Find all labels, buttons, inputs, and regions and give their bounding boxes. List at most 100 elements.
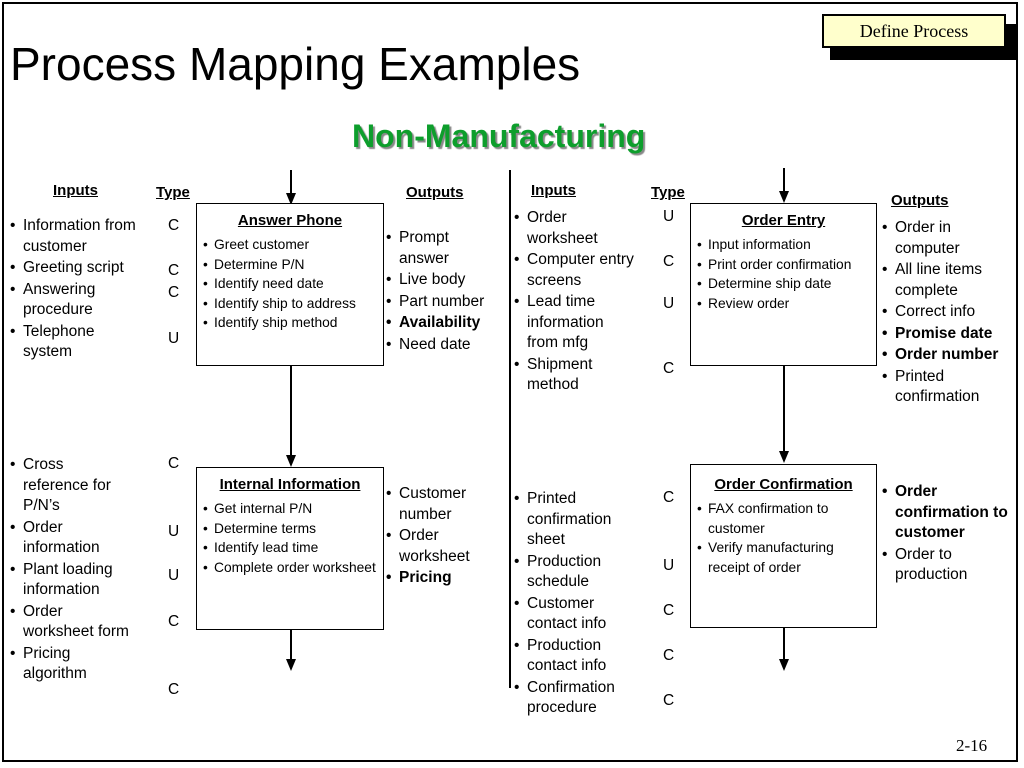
right-inputs-header: Inputs — [531, 182, 576, 199]
list-item: Plant loading information — [8, 560, 133, 601]
type-code: C — [663, 692, 675, 709]
list-item: Verify manufacturing receipt of order — [697, 538, 876, 577]
list-item: Correct info — [880, 302, 1005, 323]
arrow-down-icon — [779, 451, 789, 463]
connector-line — [783, 168, 785, 192]
type-code: C — [663, 360, 675, 377]
type-code: U — [663, 208, 675, 225]
list-item: Part number — [384, 292, 499, 313]
connector-line — [783, 366, 785, 452]
left-inputs-header: Inputs — [53, 182, 98, 199]
list-item: Confirmation procedure — [512, 678, 632, 719]
type-code: C — [168, 217, 180, 234]
inputs-list-order-entry: Order worksheetComputer entry screensLea… — [512, 208, 637, 397]
list-item: Printed confirmation sheet — [512, 489, 632, 551]
list-item: Identify ship method — [203, 313, 383, 333]
page-number: 2-16 — [956, 736, 988, 755]
outputs-list-order-entry: Order in computerAll line items complete… — [880, 218, 1005, 409]
list-item: Identify need date — [203, 274, 383, 294]
list-item: Production contact info — [512, 636, 632, 677]
type-code: C — [168, 613, 180, 630]
type-code: U — [168, 523, 180, 540]
arrow-down-icon — [286, 659, 296, 671]
type-code: C — [168, 681, 180, 698]
type-code: C — [663, 489, 675, 506]
connector-line — [290, 170, 292, 194]
section-badge: Define Process — [822, 14, 1006, 48]
arrow-down-icon — [286, 193, 296, 205]
list-item: Availability — [384, 313, 499, 334]
list-item: Answering procedure — [8, 280, 143, 321]
process-box-order-confirmation: Order Confirmation FAX confirmation to c… — [690, 464, 877, 628]
list-item: Identify lead time — [203, 538, 383, 558]
inputs-list-order-confirmation: Printed confirmation sheetProduction sch… — [512, 489, 632, 720]
left-type-header: Type — [156, 184, 190, 201]
list-item: Prompt answer — [384, 228, 499, 269]
process-box-internal-information: Internal Information Get internal P/NDet… — [196, 467, 384, 630]
type-code: C — [168, 455, 180, 472]
list-item: Telephone system — [8, 322, 143, 363]
list-item: Production schedule — [512, 552, 632, 593]
inputs-list-answer-phone: Information from customerGreeting script… — [8, 216, 143, 364]
connector-line — [783, 628, 785, 660]
process-box-title: Order Entry — [741, 212, 826, 229]
list-item: Greeting script — [8, 258, 143, 279]
arrow-down-icon — [286, 455, 296, 467]
type-code: C — [663, 253, 675, 270]
list-item: Order number — [880, 345, 1005, 366]
left-outputs-header: Outputs — [406, 184, 464, 201]
list-item: Identify ship to address — [203, 294, 383, 314]
right-type-header: Type — [651, 184, 685, 201]
arrow-down-icon — [779, 191, 789, 203]
list-item: Order worksheet form — [8, 602, 133, 643]
slide-title: Process Mapping Examples — [10, 38, 581, 90]
type-code: C — [663, 647, 675, 664]
type-code: U — [663, 557, 675, 574]
type-code: U — [168, 567, 180, 584]
list-item: Promise date — [880, 324, 1005, 345]
process-steps: FAX confirmation to customerVerify manuf… — [691, 499, 876, 577]
type-code: C — [663, 602, 675, 619]
list-item: Review order — [697, 294, 876, 314]
list-item: Lead time information from mfg — [512, 292, 637, 354]
outputs-list-answer-phone: Prompt answerLive bodyPart numberAvailab… — [384, 228, 499, 356]
list-item: Determine terms — [203, 519, 383, 539]
list-item: Print order confirmation — [697, 255, 876, 275]
type-code: C — [168, 284, 180, 301]
right-outputs-header: Outputs — [891, 192, 949, 209]
connector-line — [290, 366, 292, 456]
center-divider — [509, 170, 511, 688]
list-item: Determine P/N — [203, 255, 383, 275]
inputs-list-internal-information: Cross reference for P/N’sOrder informati… — [8, 455, 133, 686]
list-item: Computer entry screens — [512, 250, 637, 291]
process-steps: Get internal P/NDetermine termsIdentify … — [197, 499, 383, 577]
list-item: All line items complete — [880, 260, 1005, 301]
list-item: Determine ship date — [697, 274, 876, 294]
list-item: Information from customer — [8, 216, 143, 257]
list-item: Customer number — [384, 484, 499, 525]
process-box-order-entry: Order Entry Input informationPrint order… — [690, 203, 877, 366]
list-item: Order to production — [880, 545, 1010, 586]
connector-line — [290, 630, 292, 660]
list-item: FAX confirmation to customer — [697, 499, 876, 538]
list-item: Order information — [8, 518, 133, 559]
list-item: Printed confirmation — [880, 367, 1005, 408]
process-box-title: Order Confirmation — [714, 476, 853, 493]
arrow-down-icon — [779, 659, 789, 671]
list-item: Order confirmation to customer — [880, 482, 1010, 544]
list-item: Order worksheet — [384, 526, 499, 567]
type-code: C — [168, 262, 180, 279]
list-item: Input information — [697, 235, 876, 255]
list-item: Need date — [384, 335, 499, 356]
outputs-list-order-confirmation: Order confirmation to customerOrder to p… — [880, 482, 1010, 587]
list-item: Pricing algorithm — [8, 644, 133, 685]
list-item: Shipment method — [512, 355, 637, 396]
outputs-list-internal-information: Customer numberOrder worksheetPricing — [384, 484, 499, 590]
list-item: Order worksheet — [512, 208, 637, 249]
list-item: Greet customer — [203, 235, 383, 255]
list-item: Get internal P/N — [203, 499, 383, 519]
type-code: U — [663, 295, 675, 312]
list-item: Customer contact info — [512, 594, 632, 635]
process-steps: Input informationPrint order confirmatio… — [691, 235, 876, 313]
